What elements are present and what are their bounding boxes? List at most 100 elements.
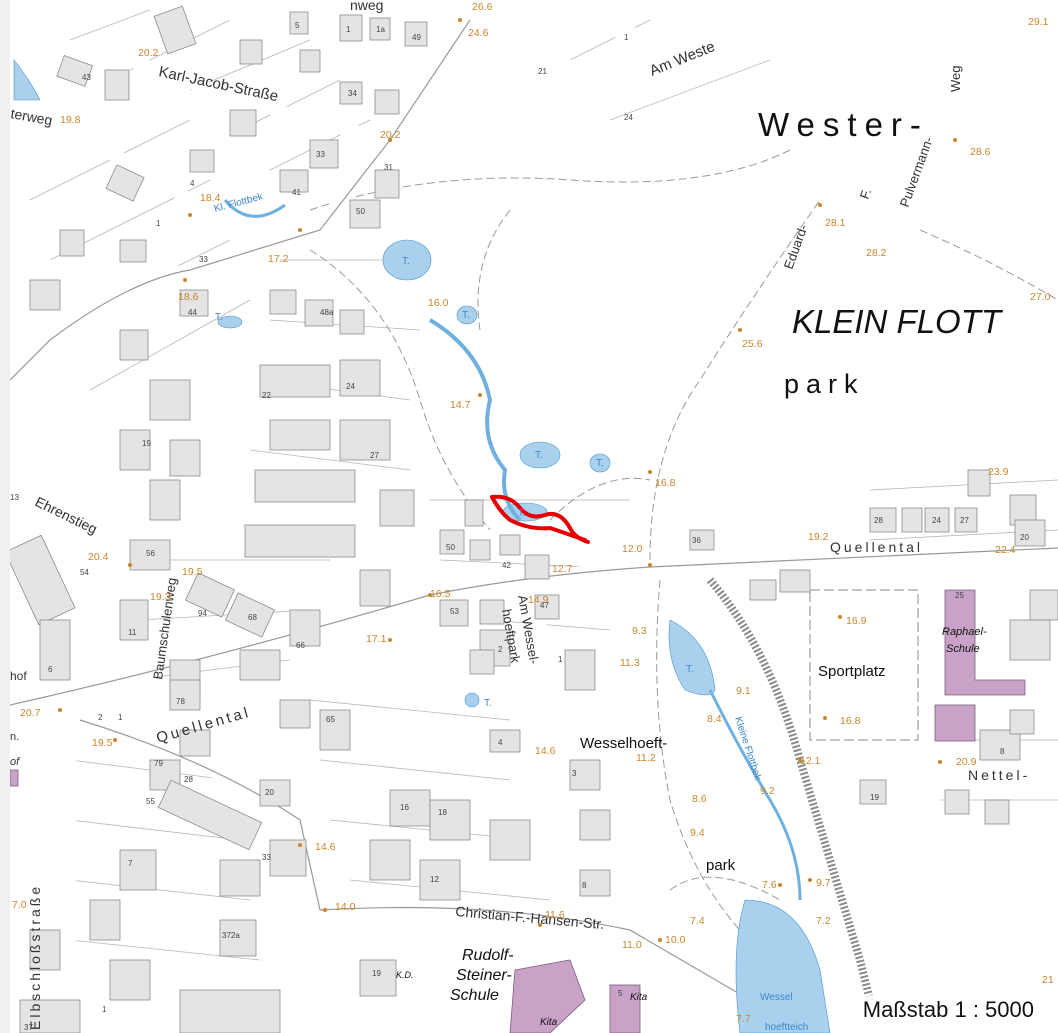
- elev-26: 19.3: [150, 591, 171, 603]
- hn-64: 37: [24, 1023, 33, 1032]
- scale-label: Maßstab 1 : 5000: [858, 995, 1038, 1025]
- topographic-map[interactable]: Karl-Jacob-Straße Am Weste nweg terweg W…: [10, 0, 1058, 1033]
- elev-40: 12.1: [800, 755, 821, 767]
- elev-52: 7.0: [12, 899, 27, 911]
- label-klein-flott: KLEIN FLOTT: [792, 303, 1004, 340]
- hn-49: 1: [558, 655, 563, 664]
- label-wessel-1: Wessel: [760, 992, 793, 1003]
- hn-47: 8: [582, 881, 587, 890]
- elev-27: 20.4: [88, 551, 109, 563]
- elev-14: 28.6: [970, 146, 991, 158]
- street-n-dot: n.: [10, 731, 19, 743]
- label-rudolf-2: Steiner-: [456, 967, 512, 984]
- pond-quellental: [668, 619, 716, 696]
- stream-upper: [428, 318, 522, 522]
- hn-8: 34: [348, 89, 357, 98]
- stream-kleine-flottbek: [708, 689, 802, 901]
- label-wesselhoeft: Wesselhoeft-: [580, 735, 667, 752]
- label-rudolf-3: Schule: [450, 987, 499, 1004]
- label-kd: K.D.: [396, 970, 414, 980]
- hn-23: 42: [502, 561, 511, 570]
- hn-18: 24: [346, 382, 355, 391]
- hn-35: 11: [128, 628, 137, 637]
- label-pond-6: T.: [215, 312, 223, 323]
- elev-24: 17.1: [366, 633, 387, 645]
- elev-22: 14.9: [528, 594, 549, 606]
- hn-42: 16: [400, 803, 409, 812]
- hn-16: 44: [188, 308, 197, 317]
- hn-33: 66: [296, 641, 305, 650]
- elev-9: 14.7: [450, 399, 471, 411]
- street-hof: hof: [10, 669, 27, 683]
- red-marker-outline[interactable]: [490, 494, 590, 544]
- hn-40: 55: [146, 797, 155, 806]
- elev-45: 7.4: [690, 915, 705, 927]
- hn-15: 33: [199, 255, 208, 264]
- elev-50: 14.6: [315, 841, 336, 853]
- hn-10: 33: [316, 150, 325, 159]
- elev-46: 7.2: [816, 915, 831, 927]
- hn-62: 2: [98, 713, 103, 722]
- elev-33: 16.8: [840, 715, 861, 727]
- pond-left: [13, 59, 41, 101]
- elev-21: 12.7: [552, 563, 573, 575]
- elev-41: 20.9: [956, 756, 977, 768]
- hn-20: 19: [142, 439, 151, 448]
- kita-building: [609, 984, 641, 1033]
- label-kita-1: Kita: [540, 1017, 558, 1028]
- hn-25: 28: [874, 516, 883, 525]
- pond-6: [464, 692, 480, 708]
- label-pond-1: T.: [402, 256, 410, 267]
- hn-63: 1: [118, 713, 123, 722]
- street-nettel: Nettel-: [968, 767, 1030, 783]
- elev-13: 28.2: [866, 247, 887, 259]
- elev-38: 8.6: [692, 793, 707, 805]
- elev-19: 22.4: [995, 544, 1016, 556]
- hn-50: 4: [498, 738, 503, 747]
- hn-39: 28: [184, 775, 193, 784]
- label-raphael-2: Schule: [946, 643, 980, 655]
- label-wesselhoeft-park: park: [706, 857, 736, 874]
- label-wessel-2: hoeftteich: [765, 1022, 808, 1033]
- sportplatz-field: [809, 589, 919, 741]
- hn-31: 47: [540, 601, 549, 610]
- label-rudolf-1: Rudolf-: [462, 947, 514, 964]
- label-pond-5: T.: [518, 508, 526, 519]
- elev-35: 8.4: [707, 713, 722, 725]
- elev-11: 25.6: [742, 338, 763, 350]
- hn-59: 54: [80, 568, 89, 577]
- stream-kl-flottbek: [223, 199, 286, 218]
- elev-32: 16.9: [846, 615, 867, 627]
- hn-36: 78: [176, 697, 185, 706]
- hn-51: 2: [498, 645, 503, 654]
- elev-39: 9.2: [760, 785, 775, 797]
- school-buildings: [10, 589, 1026, 1033]
- hn-14: 1: [156, 219, 161, 228]
- elev-51: 14.0: [335, 901, 356, 913]
- label-sportplatz: Sportplatz: [818, 663, 886, 680]
- hn-52: 372a: [222, 931, 240, 940]
- hn-22: 50: [446, 543, 455, 552]
- hn-2: 1a: [376, 25, 385, 34]
- hn-0: 5: [295, 21, 300, 30]
- elev-37: 14.6: [535, 745, 556, 757]
- hn-1: 1: [346, 25, 351, 34]
- hn-41: 20: [265, 788, 274, 797]
- elev-0: 26.6: [472, 1, 493, 13]
- hn-28: 20: [1020, 533, 1029, 542]
- hn-34: 94: [198, 609, 207, 618]
- hn-13: 4: [190, 179, 195, 188]
- hn-6: 24: [624, 113, 633, 122]
- hn-38: 79: [154, 759, 163, 768]
- elev-25: 19.5: [182, 566, 203, 578]
- elevation-labels: 26.6 24.6 20.2 19.8 20.2 18.4 17.2 18.6 …: [12, 1, 1054, 1025]
- elev-15: 29.1: [1028, 16, 1049, 28]
- elev-49: 11.6: [545, 909, 565, 921]
- elev-3: 19.8: [60, 114, 81, 126]
- elev-7: 18.6: [178, 291, 199, 303]
- hn-19: 22: [262, 391, 271, 400]
- elev-36: 11.2: [636, 752, 656, 764]
- label-park: park: [784, 369, 865, 399]
- hn-3: 49: [412, 33, 421, 42]
